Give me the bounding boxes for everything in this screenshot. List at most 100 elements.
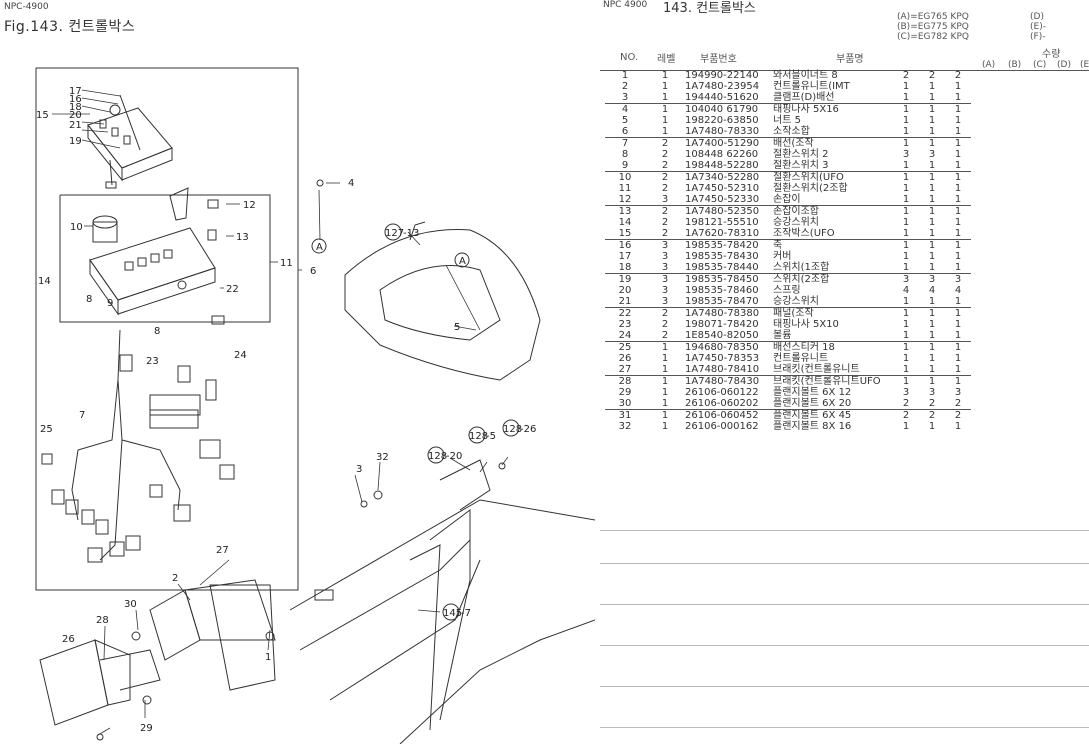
row-qty-b: 2 bbox=[919, 398, 945, 410]
row-part-number: 1A7480-78330 bbox=[685, 126, 773, 138]
row-level: 3 bbox=[661, 251, 669, 262]
label-14: 14 bbox=[38, 276, 51, 287]
row-level: 1 bbox=[661, 115, 669, 126]
row-qty-a: 1 bbox=[893, 262, 919, 274]
row-level: 3 bbox=[661, 274, 669, 285]
row-part-name: 소작소합 bbox=[773, 126, 893, 138]
row-part-name: 플랜지볼트 8X 16 bbox=[773, 421, 852, 432]
row-part-name: 스위치(2조합 bbox=[773, 274, 830, 285]
label-10: 10 bbox=[70, 222, 83, 233]
row-level: 2 bbox=[661, 217, 669, 228]
row-qty-a: 1 bbox=[893, 228, 919, 240]
row-qty-b: 1 bbox=[928, 319, 936, 330]
row-qty-c: 1 bbox=[954, 376, 962, 387]
row-part-name: 배선(조작 bbox=[773, 138, 814, 149]
row-no: 19 bbox=[618, 274, 632, 285]
row-no: 23 bbox=[618, 319, 632, 330]
row-part-name: 스위치(1조합 bbox=[773, 262, 893, 274]
row-qty-c: 1 bbox=[954, 251, 962, 262]
callout-a: A bbox=[316, 242, 323, 253]
row-qty-b: 1 bbox=[928, 172, 936, 183]
row-qty-a: 1 bbox=[902, 342, 910, 353]
row-part-number: 198535-78430 bbox=[685, 251, 759, 262]
row-part-name: 태핑나사 5X16 bbox=[773, 104, 839, 115]
ref-127: 127 bbox=[385, 228, 404, 239]
qty-col-e: (E bbox=[1080, 60, 1089, 70]
controller-unit-2 bbox=[149, 579, 276, 691]
row-qty-c: 1 bbox=[945, 92, 971, 104]
row-level: 1 bbox=[661, 421, 669, 432]
ref-128c: 128 bbox=[428, 451, 447, 462]
row-part-number: 198535-78460 bbox=[685, 285, 759, 296]
row-qty-c: 1 bbox=[954, 421, 962, 432]
row-qty-b: 1 bbox=[919, 330, 945, 342]
label-23: 23 bbox=[146, 356, 159, 367]
row-part-name: 와저블이너트 8 bbox=[773, 70, 838, 81]
row-level: 2 bbox=[661, 183, 669, 194]
row-qty-a: 1 bbox=[893, 296, 919, 308]
row-qty-c: 1 bbox=[954, 240, 962, 251]
row-part-name: 손잡이 bbox=[773, 194, 893, 206]
row-level: 1 bbox=[661, 104, 669, 115]
row-qty-a: 1 bbox=[893, 364, 919, 376]
row-qty-b: 1 bbox=[928, 217, 936, 228]
row-part-number: 1E8540-82050 bbox=[685, 330, 773, 342]
label-21: 21 bbox=[69, 120, 82, 131]
model-c: (C)=EG782 KPQ bbox=[897, 32, 969, 42]
row-qty-a: 1 bbox=[902, 217, 910, 228]
row-level: 1 bbox=[661, 387, 669, 398]
row-qty-a: 3 bbox=[902, 387, 910, 398]
ref-128c-sub: -20 bbox=[446, 451, 462, 462]
row-level: 2 bbox=[661, 308, 669, 319]
row-no: 26 bbox=[618, 353, 632, 364]
row-part-name: 플랜지볼트 6X 20 bbox=[773, 398, 893, 410]
row-qty-a: 1 bbox=[902, 183, 910, 194]
row-part-number: 1A7450-52310 bbox=[685, 183, 760, 194]
row-qty-c: 1 bbox=[945, 160, 971, 172]
label-13: 13 bbox=[236, 232, 249, 243]
row-part-number: 198121-55510 bbox=[685, 217, 759, 228]
label-1: 1 bbox=[265, 652, 271, 663]
row-qty-c: 1 bbox=[954, 138, 962, 149]
row-level: 2 bbox=[645, 160, 685, 172]
row-part-number: 1A7480-78380 bbox=[685, 308, 760, 319]
label-5: 5 bbox=[454, 322, 460, 333]
label-25: 25 bbox=[40, 424, 53, 435]
row-no: 22 bbox=[618, 308, 632, 319]
qty-col-c: (C) bbox=[1033, 60, 1047, 70]
row-level: 2 bbox=[661, 172, 669, 183]
row-qty-b: 1 bbox=[919, 228, 945, 240]
row-part-number: 26106-000162 bbox=[685, 421, 759, 432]
row-part-name: 컨트롤유니트 bbox=[773, 353, 829, 364]
row-qty-b: 2 bbox=[928, 70, 936, 81]
row-level: 1 bbox=[645, 92, 685, 104]
row-qty-a: 1 bbox=[893, 92, 919, 104]
wiring-harness-7 bbox=[41, 329, 235, 563]
row-part-number: 1A7480-23954 bbox=[685, 81, 760, 92]
row-part-number: 26106-060202 bbox=[685, 398, 773, 410]
row-qty-c: 1 bbox=[954, 217, 962, 228]
row-part-number: 108448 62260 bbox=[685, 149, 759, 160]
row-qty-b: 1 bbox=[919, 194, 945, 206]
row-qty-a: 3 bbox=[902, 149, 910, 160]
row-part-name: 브래킷(컨트롤유니트 bbox=[773, 364, 893, 376]
row-part-name: 절환스위치(UFO bbox=[773, 172, 844, 183]
row-qty-c: 3 bbox=[954, 387, 962, 398]
row-qty-c: 1 bbox=[954, 81, 962, 92]
row-qty-c: 1 bbox=[954, 172, 962, 183]
row-level: 3 bbox=[645, 296, 685, 308]
row-no: 5 bbox=[621, 115, 629, 126]
row-no: 2 bbox=[621, 81, 629, 92]
row-part-number: 1A7450-52330 bbox=[685, 194, 773, 206]
row-qty-a: 1 bbox=[902, 319, 910, 330]
